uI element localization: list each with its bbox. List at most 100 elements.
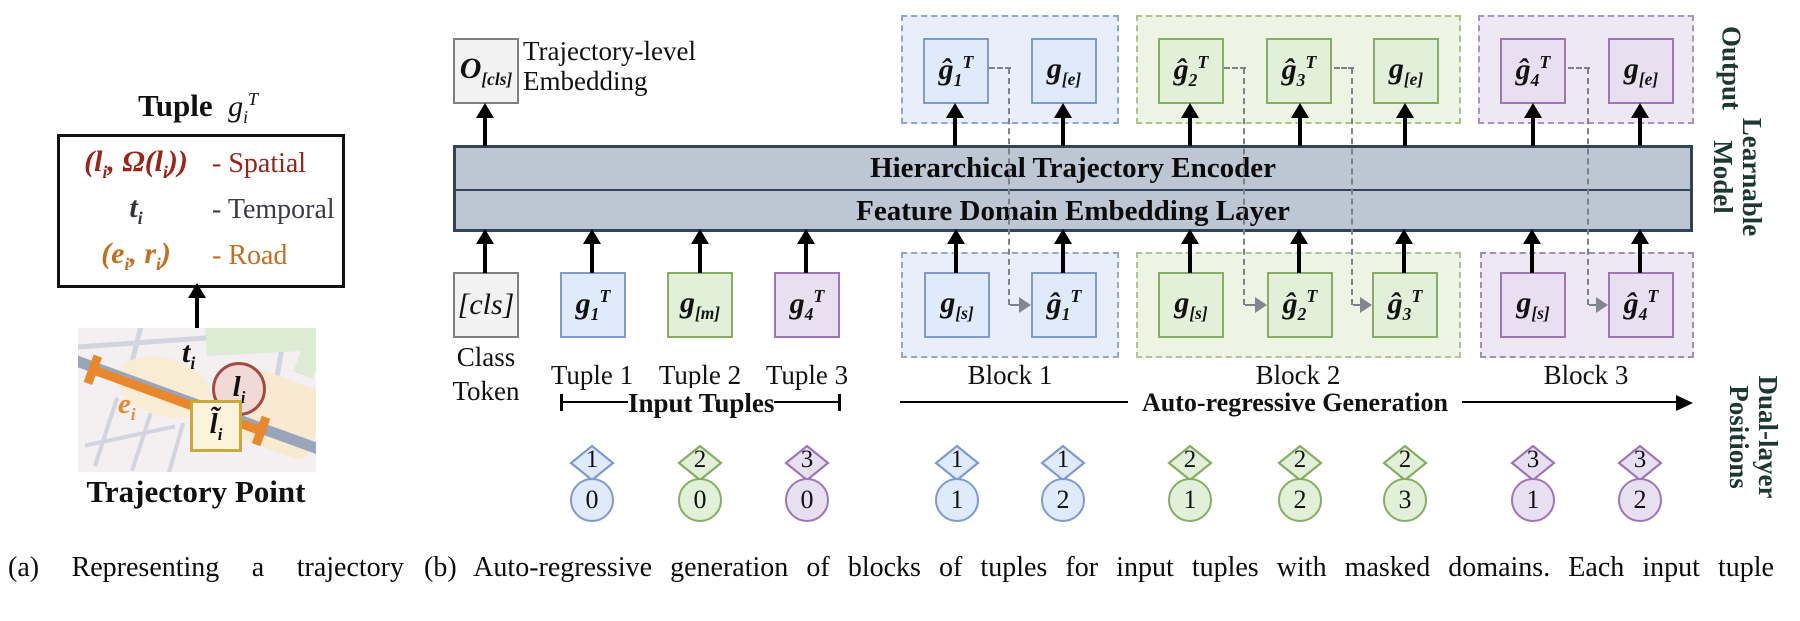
arrow-up bbox=[1524, 103, 1542, 146]
trajectory-embedding-line1: Trajectory-level bbox=[523, 36, 696, 66]
road-math: (ei, ri) bbox=[101, 237, 171, 274]
token-box-ghat2-out: ĝ2T bbox=[1158, 38, 1224, 104]
position-pair: 2 3 bbox=[1381, 444, 1429, 522]
position-pair: 1 0 bbox=[568, 444, 616, 522]
tuple3-label: Tuple 3 bbox=[765, 360, 849, 390]
position-pair: 3 0 bbox=[783, 444, 831, 522]
arrow-up bbox=[1396, 103, 1414, 146]
caption-a-line1: (a) Representing a trajectory bbox=[8, 552, 404, 583]
position-pair: 2 2 bbox=[1276, 444, 1324, 522]
arrow-up bbox=[1054, 229, 1072, 273]
position-pair: 3 2 bbox=[1616, 444, 1664, 522]
block2-label: Block 2 bbox=[1255, 360, 1341, 390]
tuple-row-road: (ei, ri) - Road bbox=[60, 233, 342, 279]
snapped-point-label: l̃i bbox=[209, 407, 223, 444]
position-pair: 2 1 bbox=[1166, 444, 1214, 522]
temporal-math: ti bbox=[129, 191, 143, 228]
token-box-tuple3: g4T bbox=[774, 272, 840, 338]
tuple-title: Tuple giT bbox=[57, 88, 339, 128]
arrow-up bbox=[476, 229, 494, 273]
trajectory-embedding-label: Trajectory-level Embedding bbox=[523, 36, 696, 96]
arrow-up bbox=[1395, 229, 1413, 273]
time-label: ti bbox=[182, 336, 196, 373]
map-image: li l̃i ei ti bbox=[78, 328, 316, 472]
token-box-ghat1-out: ĝ1T bbox=[923, 38, 989, 104]
arrow-map-to-tuple bbox=[188, 283, 206, 331]
arrow-up bbox=[691, 229, 709, 273]
arrow-up bbox=[947, 229, 965, 273]
cls-label-line1: Class bbox=[456, 342, 516, 372]
cls-label-line2: Token bbox=[452, 376, 520, 406]
block3-label: Block 3 bbox=[1543, 360, 1629, 390]
encoder-bars: Hierarchical Trajectory Encoder Feature … bbox=[453, 145, 1693, 232]
arrow-up bbox=[797, 229, 815, 273]
token-box-gs-2: g[s] bbox=[1158, 272, 1224, 338]
spatial-label: - Spatial bbox=[212, 148, 307, 179]
token-box-ghat3-out: ĝ3T bbox=[1266, 38, 1332, 104]
side-label-learnable-model: Learnable Model bbox=[1708, 117, 1767, 237]
tuple-box: (li, Ω(li)) - Spatial ti - Temporal (ei,… bbox=[57, 134, 345, 288]
trajectory-embedding-line2: Embedding bbox=[523, 66, 648, 96]
token-box-gs-3: g[s] bbox=[1500, 272, 1566, 338]
token-box-ge-out-1: g[e] bbox=[1031, 38, 1097, 104]
caption-a: (a) Representing a trajectory point as a… bbox=[8, 551, 404, 621]
token-box-ghat3-in: ĝ3T bbox=[1372, 272, 1438, 338]
arrow-up bbox=[1523, 229, 1541, 273]
road-label: - Road bbox=[212, 240, 288, 271]
token-box-cls: [cls] bbox=[453, 272, 519, 338]
edge-label: ei bbox=[118, 388, 136, 424]
caption-b: (b) Auto-regressive generation of blocks… bbox=[424, 551, 1774, 621]
arrow-up bbox=[583, 229, 601, 273]
input-tuples-label: Input Tuples bbox=[628, 388, 775, 419]
arrow-up bbox=[1291, 103, 1309, 146]
position-pair: 1 1 bbox=[933, 444, 981, 522]
feature-domain-embedding-layer: Feature Domain Embedding Layer bbox=[856, 194, 1290, 227]
token-box-ghat4-in: ĝ4T bbox=[1608, 272, 1674, 338]
token-box-ghat2-in: ĝ2T bbox=[1267, 272, 1333, 338]
position-pair: 2 0 bbox=[676, 444, 724, 522]
side-label-output: Output bbox=[1716, 25, 1747, 111]
autoregressive-arrowhead bbox=[1676, 394, 1693, 411]
position-pair: 3 1 bbox=[1509, 444, 1557, 522]
bracket-tick-left bbox=[560, 394, 563, 411]
caption-b-line2: corresponds to a generated block of tupl… bbox=[424, 617, 1774, 621]
map-road bbox=[166, 422, 186, 472]
tuple1-label: Tuple 1 bbox=[550, 360, 634, 390]
temporal-label: - Temporal bbox=[212, 194, 335, 225]
o-cls-math: O[cls] bbox=[459, 52, 513, 89]
snapped-point-square: l̃i bbox=[190, 400, 242, 452]
hierarchical-trajectory-encoder: Hierarchical Trajectory Encoder bbox=[870, 151, 1276, 184]
gps-point-label: li bbox=[232, 370, 246, 407]
token-box-gs-1: g[s] bbox=[924, 272, 990, 338]
tuple-row-temporal: ti - Temporal bbox=[60, 187, 342, 233]
position-pair: 1 2 bbox=[1039, 444, 1087, 522]
tuple-row-spatial: (li, Ω(li)) - Spatial bbox=[60, 141, 342, 187]
side-label-dual-layer-positions: Dual-layer Positions bbox=[1724, 375, 1783, 499]
arrow-up bbox=[946, 103, 964, 146]
token-box-o-cls: O[cls] bbox=[453, 38, 519, 104]
arrow-up bbox=[1054, 103, 1072, 146]
spatial-math: (li, Ω(li)) bbox=[84, 145, 188, 182]
token-box-tuple1: g1T bbox=[560, 272, 626, 338]
arrow-up bbox=[1631, 229, 1649, 273]
token-box-ghat4-out: ĝ4T bbox=[1500, 38, 1566, 104]
tuple-title-word: Tuple bbox=[137, 88, 213, 123]
token-box-ge-out-3: g[e] bbox=[1608, 38, 1674, 104]
map-road bbox=[92, 397, 120, 467]
tuple-symbol: giT bbox=[228, 89, 259, 127]
token-box-tuple2: g[m] bbox=[667, 272, 733, 338]
map-title: Trajectory Point bbox=[86, 474, 306, 509]
bracket-tick-right bbox=[838, 394, 841, 411]
map-road bbox=[84, 424, 176, 448]
caption-a-line2: point as a tuple. bbox=[8, 617, 404, 621]
arrow-up bbox=[1181, 103, 1199, 146]
tuple2-label: Tuple 2 bbox=[658, 360, 742, 390]
autoregressive-label: Auto-regressive Generation bbox=[1128, 388, 1462, 418]
arrow-up bbox=[1631, 103, 1649, 146]
caption-b-line1: (b) Auto-regressive generation of blocks… bbox=[424, 552, 1774, 583]
block1-label: Block 1 bbox=[967, 360, 1053, 390]
token-box-ghat1-in: ĝ1T bbox=[1031, 272, 1097, 338]
arrow-up bbox=[1290, 229, 1308, 273]
bar-divider bbox=[456, 188, 1690, 191]
